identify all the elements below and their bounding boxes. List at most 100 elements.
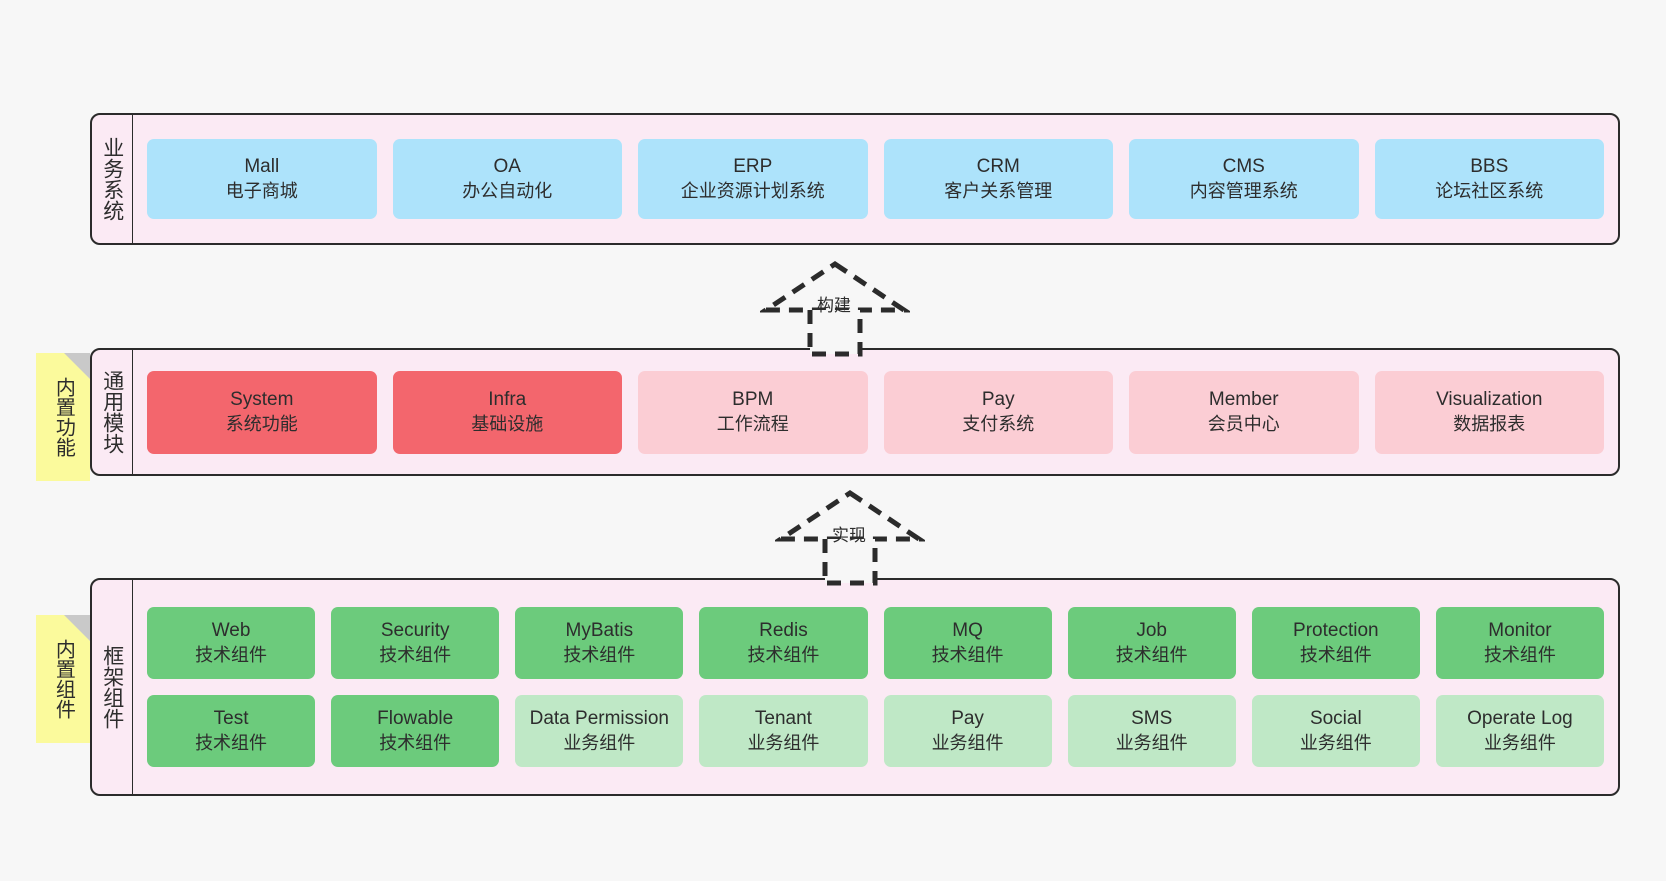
card-subtitle: 企业资源计划系统 <box>680 180 825 201</box>
card-subtitle: 内容管理系统 <box>1189 180 1298 201</box>
card-subtitle: 工作流程 <box>716 413 789 434</box>
card-tenant[interactable]: Tenant 业务组件 <box>699 695 868 767</box>
card-job[interactable]: Job 技术组件 <box>1067 607 1236 679</box>
note-label: 内置功能 <box>52 377 75 457</box>
card-title: Job <box>1136 619 1167 641</box>
card-title: Flowable <box>377 707 454 729</box>
card-data-permission[interactable]: Data Permission 业务组件 <box>515 695 684 767</box>
card-title: Operate Log <box>1467 707 1573 729</box>
connector-implement-arrow <box>775 489 925 586</box>
card-title: CMS <box>1222 155 1265 177</box>
card-title: Web <box>211 619 251 641</box>
card-pay[interactable]: Pay 支付系统 <box>883 370 1113 454</box>
card-subtitle: 办公自动化 <box>462 180 553 201</box>
framework-tech-row: Web 技术组件 Security 技术组件 MyBatis 技术组件 Redi… <box>147 607 1604 679</box>
section-body-common: System 系统功能 Infra 基础设施 BPM 工作流程 Pay 支付系统… <box>133 350 1618 474</box>
card-security[interactable]: Security 技术组件 <box>331 607 500 679</box>
connector-build-arrow <box>760 260 910 357</box>
card-subtitle: 业务组件 <box>563 732 636 753</box>
section-body-framework: Web 技术组件 Security 技术组件 MyBatis 技术组件 Redi… <box>133 580 1618 794</box>
card-subtitle: 会员中心 <box>1207 413 1280 434</box>
card-title: Monitor <box>1488 619 1552 641</box>
card-title: Data Permission <box>529 707 669 729</box>
card-subtitle: 业务组件 <box>1483 732 1556 753</box>
card-subtitle: 电子商城 <box>225 180 298 201</box>
card-subtitle: 基础设施 <box>471 413 544 434</box>
card-title: Pay <box>951 707 984 729</box>
card-subtitle: 技术组件 <box>931 644 1004 665</box>
card-subtitle: 技术组件 <box>379 644 452 665</box>
card-title: Protection <box>1293 619 1379 641</box>
card-title: Tenant <box>754 707 812 729</box>
card-pay-component[interactable]: Pay 业务组件 <box>883 695 1052 767</box>
card-visualization[interactable]: Visualization 数据报表 <box>1374 370 1604 454</box>
card-oa[interactable]: OA 办公自动化 <box>392 139 622 219</box>
framework-business-row: Test 技术组件 Flowable 技术组件 Data Permission … <box>147 695 1604 767</box>
card-cms[interactable]: CMS 内容管理系统 <box>1129 139 1359 219</box>
card-web[interactable]: Web 技术组件 <box>147 607 316 679</box>
card-subtitle: 技术组件 <box>195 732 268 753</box>
section-framework-component: 框架组件 Web 技术组件 Security 技术组件 MyBatis 技术组件… <box>90 578 1620 796</box>
note-builtin-function: 内置功能 <box>36 353 90 481</box>
card-subtitle: 论坛社区系统 <box>1435 180 1544 201</box>
card-bpm[interactable]: BPM 工作流程 <box>638 370 868 454</box>
card-operate-log[interactable]: Operate Log 业务组件 <box>1435 695 1604 767</box>
card-title: CRM <box>976 155 1020 177</box>
card-flowable[interactable]: Flowable 技术组件 <box>331 695 500 767</box>
section-common-module: 通用模块 System 系统功能 Infra 基础设施 BPM 工作流程 Pay <box>90 348 1620 476</box>
card-title: System <box>230 388 294 410</box>
card-test[interactable]: Test 技术组件 <box>147 695 316 767</box>
card-title: MQ <box>952 619 983 641</box>
note-fold-corner <box>64 353 90 379</box>
card-subtitle: 支付系统 <box>962 413 1035 434</box>
section-label-business: 业务系统 <box>92 115 133 243</box>
card-title: Security <box>380 619 450 641</box>
card-title: Redis <box>759 619 808 641</box>
card-subtitle: 业务组件 <box>1299 732 1372 753</box>
card-subtitle: 业务组件 <box>931 732 1004 753</box>
card-mq[interactable]: MQ 技术组件 <box>883 607 1052 679</box>
card-subtitle: 技术组件 <box>379 732 452 753</box>
card-system[interactable]: System 系统功能 <box>147 370 377 454</box>
card-social[interactable]: Social 业务组件 <box>1251 695 1420 767</box>
card-sms[interactable]: SMS 业务组件 <box>1067 695 1236 767</box>
card-crm[interactable]: CRM 客户关系管理 <box>883 139 1113 219</box>
card-subtitle: 技术组件 <box>1299 644 1372 665</box>
card-subtitle: 数据报表 <box>1453 413 1526 434</box>
section-label-framework: 框架组件 <box>92 580 133 794</box>
section-business-system: 业务系统 Mall 电子商城 OA 办公自动化 ERP 企业资源计划系统 CRM <box>90 113 1620 245</box>
note-label: 内置组件 <box>52 639 75 719</box>
card-erp[interactable]: ERP 企业资源计划系统 <box>638 139 868 219</box>
card-mall[interactable]: Mall 电子商城 <box>147 139 377 219</box>
card-subtitle: 技术组件 <box>747 644 820 665</box>
common-card-row: System 系统功能 Infra 基础设施 BPM 工作流程 Pay 支付系统… <box>147 370 1604 454</box>
card-title: Member <box>1208 388 1279 410</box>
card-subtitle: 技术组件 <box>563 644 636 665</box>
card-bbs[interactable]: BBS 论坛社区系统 <box>1374 139 1604 219</box>
card-protection[interactable]: Protection 技术组件 <box>1251 607 1420 679</box>
card-monitor[interactable]: Monitor 技术组件 <box>1435 607 1604 679</box>
card-subtitle: 技术组件 <box>1483 644 1556 665</box>
arrow-stem <box>822 539 878 586</box>
card-title: Mall <box>244 155 280 177</box>
section-body-business: Mall 电子商城 OA 办公自动化 ERP 企业资源计划系统 CRM 客户关系… <box>133 115 1618 243</box>
card-infra[interactable]: Infra 基础设施 <box>392 370 622 454</box>
card-subtitle: 业务组件 <box>747 732 820 753</box>
card-mybatis[interactable]: MyBatis 技术组件 <box>515 607 684 679</box>
card-title: ERP <box>733 155 773 177</box>
section-label-common: 通用模块 <box>92 350 133 474</box>
card-title: MyBatis <box>565 619 634 641</box>
card-title: Infra <box>488 388 527 410</box>
card-subtitle: 技术组件 <box>1115 644 1188 665</box>
card-title: BBS <box>1470 155 1509 177</box>
note-builtin-component: 内置组件 <box>36 615 90 743</box>
card-title: OA <box>493 155 521 177</box>
arrow-stem <box>807 310 863 357</box>
card-member[interactable]: Member 会员中心 <box>1129 370 1359 454</box>
card-subtitle: 业务组件 <box>1115 732 1188 753</box>
business-card-row: Mall 电子商城 OA 办公自动化 ERP 企业资源计划系统 CRM 客户关系… <box>147 139 1604 219</box>
card-redis[interactable]: Redis 技术组件 <box>699 607 868 679</box>
connector-build-label: 构建 <box>817 296 851 315</box>
card-title: Social <box>1309 707 1362 729</box>
